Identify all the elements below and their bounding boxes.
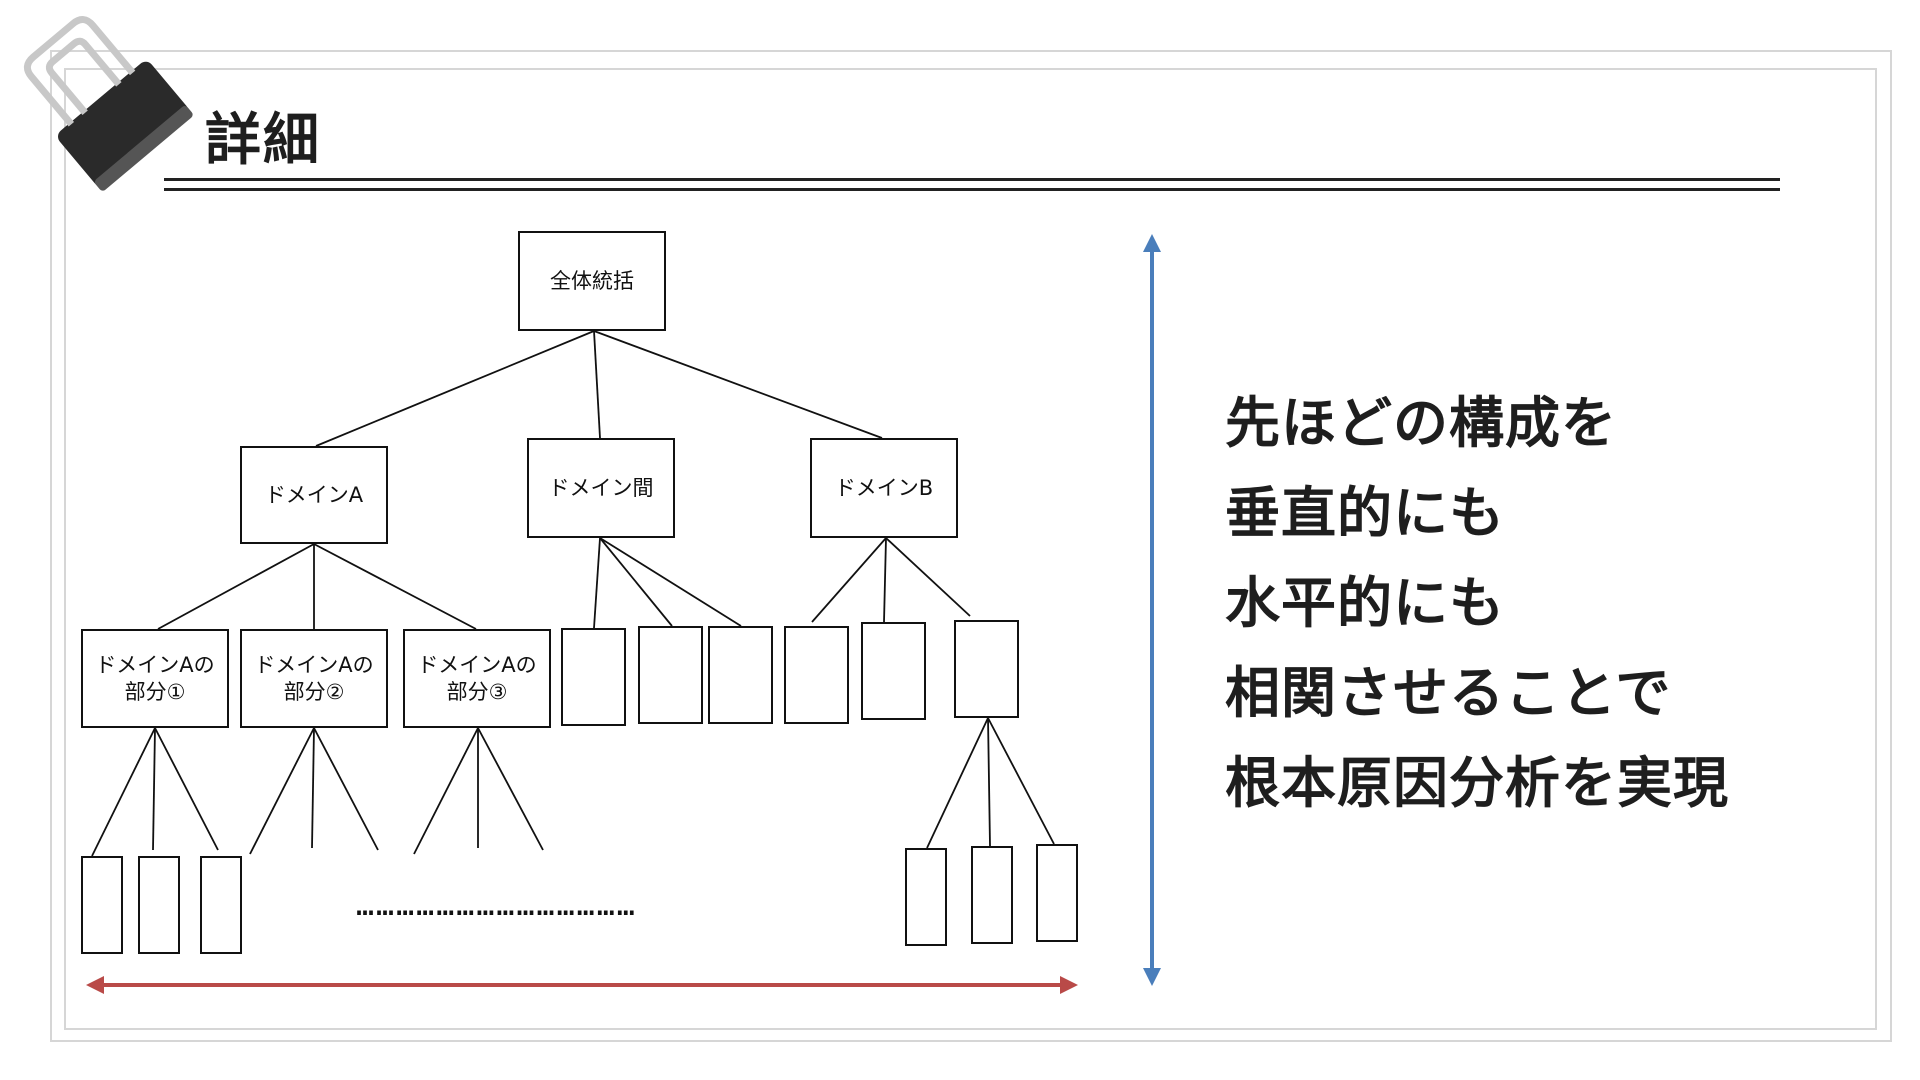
tagline-line-2: 垂直的にも (1225, 481, 1506, 545)
node-part-3: ドメインAの 部分③ (403, 629, 551, 728)
empty-box (561, 628, 626, 726)
leaf-box (138, 856, 180, 954)
node-part-2-label: ドメインAの 部分② (254, 653, 374, 704)
node-root: 全体統括 (518, 231, 666, 331)
vertical-arrow (1143, 234, 1161, 986)
slide-frame-inner (64, 68, 1877, 1030)
node-domain-a: ドメインA (240, 446, 388, 544)
empty-box (708, 626, 773, 724)
node-domain-a-label: ドメインA (264, 482, 364, 507)
empty-box (954, 620, 1019, 718)
leaf-box (905, 848, 947, 946)
node-domain-between: ドメイン間 (527, 438, 675, 538)
binder-clip-icon (23, 16, 193, 191)
page-title: 詳細 (205, 108, 321, 173)
node-part-1-label: ドメインAの 部分① (95, 653, 215, 704)
slide-frame-outer (50, 50, 1892, 1042)
tagline-line-3: 水平的にも (1225, 571, 1506, 635)
node-root-label: 全体統括 (550, 268, 634, 293)
title-rule-bottom (164, 188, 1780, 191)
title-rule-top (164, 178, 1780, 181)
node-part-1: ドメインAの 部分① (81, 629, 229, 728)
node-domain-b-label: ドメインB (834, 475, 934, 500)
empty-box (861, 622, 926, 720)
node-domain-between-label: ドメイン間 (548, 475, 654, 500)
node-part-3-label: ドメインAの 部分③ (417, 653, 537, 704)
tagline-line-5: 根本原因分析を実現 (1225, 751, 1730, 815)
leaf-box (971, 846, 1013, 944)
ellipsis-dots: …………………………………… (356, 888, 637, 923)
leaf-box (200, 856, 242, 954)
tagline-line-4: 相関させることで (1225, 661, 1672, 725)
empty-box (784, 626, 849, 724)
empty-box (638, 626, 703, 724)
tagline-line-1: 先ほどの構成を (1225, 391, 1618, 455)
node-domain-b: ドメインB (810, 438, 958, 538)
horizontal-arrow (86, 976, 1078, 994)
leaf-box (1036, 844, 1078, 942)
tagline: 先ほどの構成を 垂直的にも 水平的にも 相関させることで 根本原因分析を実現 (1225, 378, 1785, 828)
leaf-box (81, 856, 123, 954)
node-part-2: ドメインAの 部分② (240, 629, 388, 728)
